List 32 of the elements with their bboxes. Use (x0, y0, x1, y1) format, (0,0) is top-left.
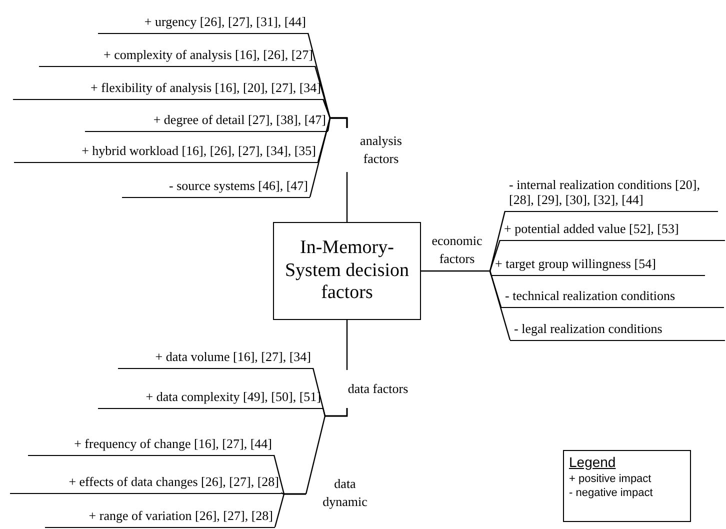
branch-line (309, 117, 348, 198)
factor-label: + data volume [16], [27], [34] (118, 350, 313, 369)
factor-label: - legal realization conditions (510, 322, 725, 341)
central-topic-box: In-Memory-System decision factors (273, 222, 421, 320)
branch-line (489, 270, 511, 340)
factor-label: + flexibility of analysis [16], [20], [27], [34] (13, 81, 323, 100)
factor-label: - internal realization conditions [20], [28], [29], [30], [32], [44] (505, 176, 718, 212)
legend-entry: + positive impact (569, 472, 652, 486)
factor-label: + complexity of analysis [16], [26], [27] (39, 48, 315, 67)
legend-title: Legend (569, 454, 616, 471)
factor-label: + potential added value [52], [53] (500, 222, 725, 241)
branch-label: data dynamic (306, 474, 372, 512)
factor-label: + range of variation [26], [27], [28] (45, 509, 275, 528)
factor-label: + urgency [26], [27], [31], [44] (98, 15, 308, 34)
factor-label: + hybrid workload [16], [26], [27], [34], [35] (14, 144, 318, 163)
branch-line (346, 172, 348, 222)
branch-line (305, 408, 348, 494)
factor-label: + effects of data changes [26], [27], [28] (10, 475, 281, 494)
branch-line (489, 240, 501, 272)
factor-label: - source systems [46], [47] (122, 179, 310, 198)
factor-label: + degree of detail [27], [38], [47] (85, 113, 328, 132)
branch-line (346, 320, 348, 370)
branch-label: economic factors (423, 228, 491, 271)
branch-label: analysis factors (347, 128, 415, 172)
factor-label: + target group willingness [54] (491, 257, 705, 276)
branch-label: data factors (347, 370, 409, 408)
legend-entry: - negative impact (569, 486, 654, 501)
factor-label: + frequency of change [16], [27], [44] (28, 437, 274, 456)
branch-line (421, 270, 490, 272)
branch-line (274, 493, 306, 528)
factor-label: - technical realization conditions (501, 289, 724, 308)
branch-line (489, 210, 506, 272)
